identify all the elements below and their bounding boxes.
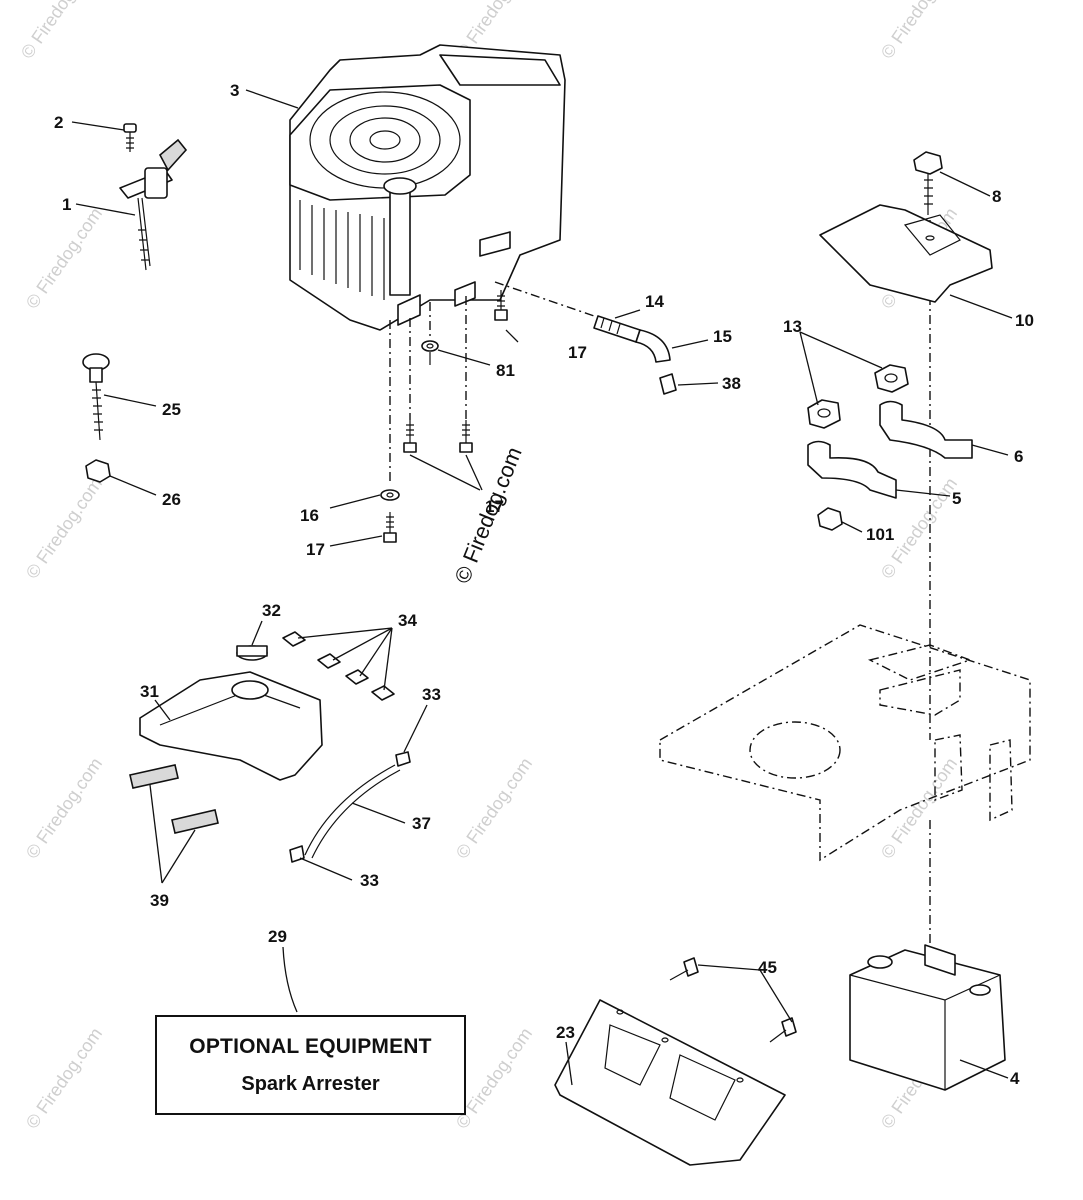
callout-17-lower: 17	[306, 540, 325, 559]
callout-15: 15	[713, 327, 732, 346]
callout-32: 32	[262, 601, 281, 620]
optional-equipment-box: OPTIONAL EQUIPMENT Spark Arrester	[155, 1015, 466, 1115]
callout-37: 37	[412, 814, 431, 833]
callout-6: 6	[1014, 447, 1023, 466]
exhaust-pipe-nipple	[593, 315, 677, 395]
callout-17-upper: 17	[568, 343, 587, 362]
air-cleaner-kit	[129, 631, 411, 863]
callout-25: 25	[162, 400, 181, 419]
callout-45: 45	[758, 958, 777, 977]
callout-16: 16	[300, 506, 319, 525]
watermark: © Firedog.com	[22, 754, 106, 862]
callout-33-upper: 33	[422, 685, 441, 704]
callout-81: 81	[496, 361, 515, 380]
callout-5: 5	[952, 489, 961, 508]
callout-2: 2	[54, 113, 63, 132]
muffler	[849, 944, 1006, 1091]
callout-29: 29	[268, 927, 287, 946]
callout-3: 3	[230, 81, 239, 100]
watermark: © Firedog.com	[22, 204, 106, 312]
callout-14: 14	[645, 292, 664, 311]
callout-1: 1	[62, 195, 71, 214]
callout-8: 8	[992, 187, 1001, 206]
heat-shield	[819, 151, 993, 303]
frame-plate	[659, 624, 1031, 862]
callout-31: 31	[140, 682, 159, 701]
throttle-control	[119, 123, 188, 271]
watermark: © Firedog.com	[877, 0, 961, 62]
optional-equipment-title: OPTIONAL EQUIPMENT	[189, 1034, 432, 1058]
watermark: © Firedog.com	[877, 754, 961, 862]
callout-26: 26	[162, 490, 181, 509]
callout-13: 13	[783, 317, 802, 336]
spark-arrester-screen	[554, 957, 797, 1166]
watermark: © Firedog.com	[452, 754, 536, 862]
exhaust-manifold	[807, 364, 973, 531]
engine	[289, 44, 566, 331]
knob-bolt	[82, 353, 111, 483]
callout-101: 101	[866, 525, 894, 544]
watermark: © Firedog.com	[22, 474, 106, 582]
callout-23: 23	[556, 1023, 575, 1042]
optional-equipment-subtitle: Spark Arrester	[241, 1072, 380, 1095]
callout-38: 38	[722, 374, 741, 393]
engine-fasteners	[380, 290, 508, 543]
watermark: © Firedog.com	[22, 1024, 106, 1132]
callout-4: 4	[1010, 1069, 1020, 1088]
callout-labels: 1 2 3 4 5 6 8 10 13 14 15 16 17 17 17 23…	[54, 81, 1034, 1088]
callout-39: 39	[150, 891, 169, 910]
watermark: © Firedog.com	[17, 0, 101, 62]
callout-34: 34	[398, 611, 417, 630]
callout-17-pair: 17	[485, 497, 504, 516]
callout-10: 10	[1015, 311, 1034, 330]
callout-33-lower: 33	[360, 871, 379, 890]
